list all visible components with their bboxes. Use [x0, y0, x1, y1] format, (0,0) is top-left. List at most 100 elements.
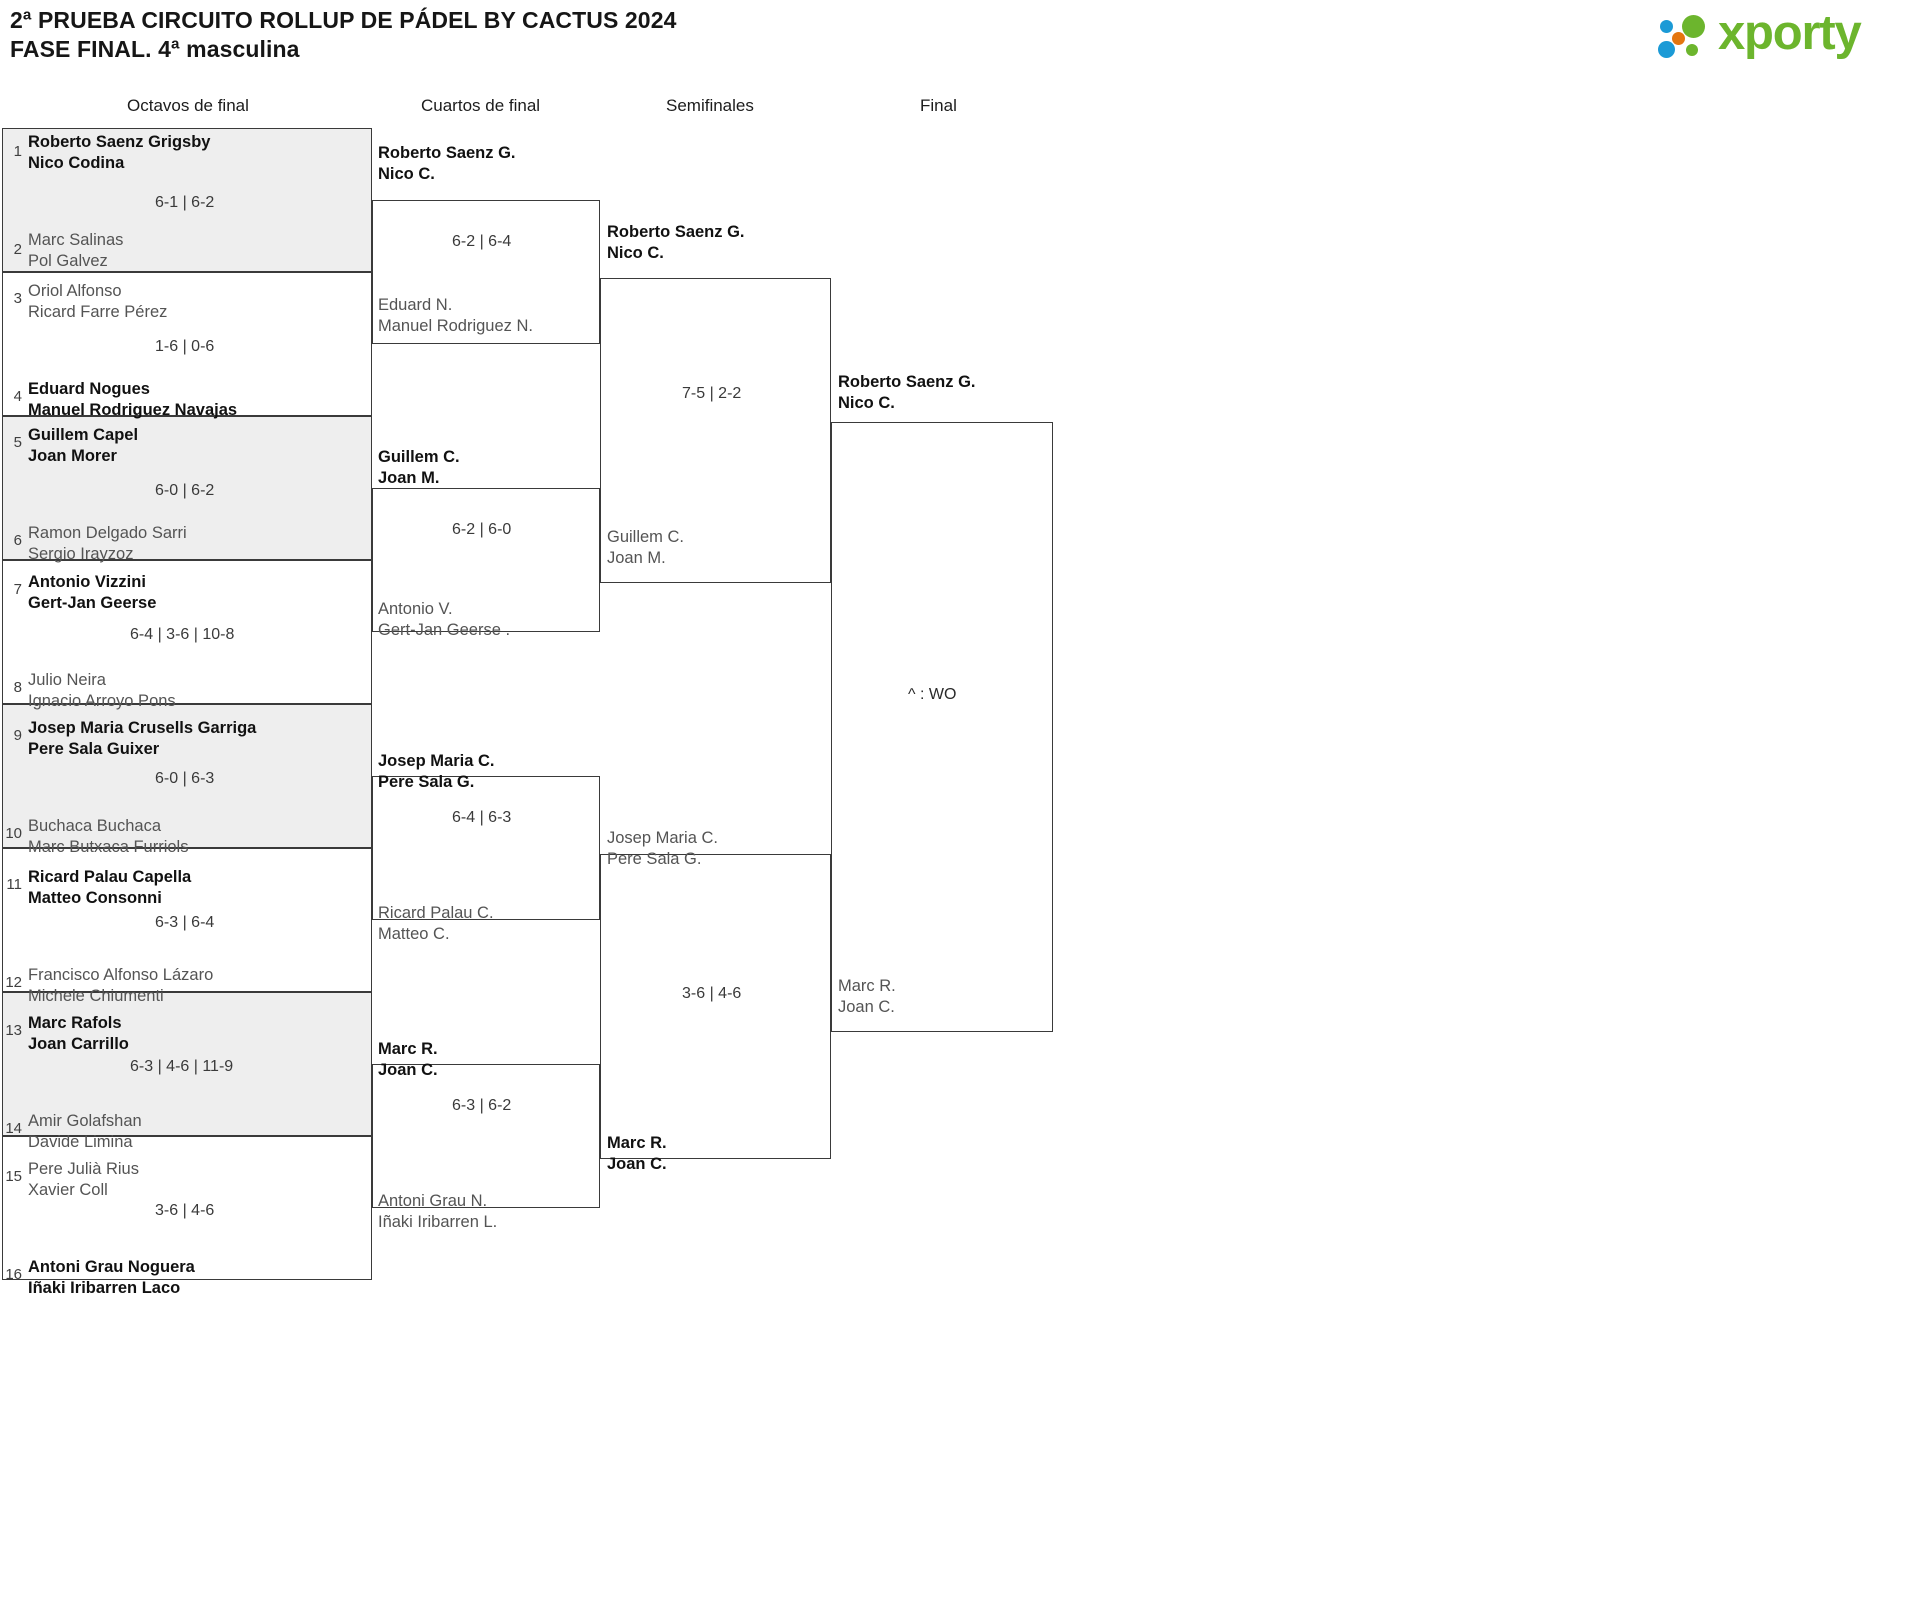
- sf-match-2-box[interactable]: [600, 854, 831, 1159]
- seed-11: 11: [6, 876, 22, 893]
- final-match-box[interactable]: [831, 422, 1053, 1032]
- r16-team-16[interactable]: Antoni Grau Noguera Iñaki Iribarren Laco: [28, 1257, 195, 1299]
- sf-team-1[interactable]: Roberto Saenz G. Nico C.: [607, 222, 745, 264]
- r16-team-10[interactable]: Buchaca Buchaca Marc Butxaca Furriols: [28, 816, 188, 858]
- r16-match-8-box[interactable]: [2, 1136, 372, 1280]
- player-name: Amir Golafshan: [28, 1112, 142, 1130]
- seed-16: 16: [5, 1266, 22, 1283]
- player-name: Davide Limina: [28, 1133, 133, 1152]
- r16-team-6[interactable]: Ramon Delgado Sarri Sergio Irayzoz: [28, 523, 187, 565]
- round-header-semifinales: Semifinales: [666, 96, 754, 115]
- player-name: Pere Sala G.: [607, 850, 702, 869]
- r16-team-14[interactable]: Amir Golafshan Davide Limina: [28, 1111, 142, 1153]
- qf-score-3: 6-4 | 6-3: [452, 809, 512, 826]
- sf-team-2[interactable]: Guillem C. Joan M.: [607, 527, 684, 569]
- round-header-cuartos: Cuartos de final: [421, 96, 541, 115]
- player-name: Guillem C.: [378, 448, 460, 466]
- player-name: Manuel Rodriguez N.: [378, 317, 533, 336]
- logo-dot-orange-icon: [1672, 32, 1685, 45]
- player-name: Nico C.: [607, 244, 664, 263]
- final-team-1[interactable]: Roberto Saenz G. Nico C.: [838, 372, 976, 414]
- r16-match-6-box[interactable]: [2, 848, 372, 992]
- sf-team-4[interactable]: Marc R. Joan C.: [607, 1133, 667, 1175]
- r16-team-4[interactable]: Eduard Nogues Manuel Rodriguez Navajas: [28, 379, 237, 421]
- seed-1: 1: [13, 143, 22, 160]
- qf-match-4-box[interactable]: [372, 1064, 600, 1208]
- player-name: Manuel Rodriguez Navajas: [28, 401, 238, 420]
- player-name: Guillem Capel: [28, 426, 139, 444]
- r16-match-5-box[interactable]: [2, 704, 372, 848]
- qf-team-3[interactable]: Guillem C. Joan M.: [378, 447, 460, 489]
- r16-team-9[interactable]: Josep Maria Crusells Garriga Pere Sala G…: [28, 718, 256, 760]
- qf-team-5[interactable]: Josep Maria C. Pere Sala G.: [378, 751, 494, 793]
- player-name: Marc R.: [607, 1134, 667, 1152]
- r16-score-6: 6-3 | 6-4: [155, 914, 215, 931]
- qf-team-7[interactable]: Marc R. Joan C.: [378, 1039, 438, 1081]
- logo-dot-blue-large-icon: [1658, 41, 1675, 58]
- player-name: Ignacio Arroyo Pons: [28, 692, 176, 711]
- r16-team-1[interactable]: Roberto Saenz Grigsby Nico Codina: [28, 132, 210, 174]
- r16-match-4-box[interactable]: [2, 560, 372, 704]
- player-name: Josep Maria Crusells Garriga: [28, 719, 257, 737]
- seed-5: 5: [13, 434, 22, 451]
- r16-team-3[interactable]: Oriol Alfonso Ricard Farre Pérez: [28, 281, 167, 323]
- sf-team-3[interactable]: Josep Maria C. Pere Sala G.: [607, 828, 718, 870]
- player-name: Pere Sala Guixer: [28, 740, 160, 759]
- player-name: Joan M.: [378, 469, 440, 488]
- r16-match-7-box[interactable]: [2, 992, 372, 1136]
- player-name: Sergio Irayzoz: [28, 545, 134, 564]
- player-name: Iñaki Iribarren L.: [378, 1213, 498, 1232]
- player-name: Eduard N.: [378, 296, 453, 314]
- r16-team-8[interactable]: Julio Neira Ignacio Arroyo Pons: [28, 670, 176, 712]
- sf-score-2: 3-6 | 4-6: [682, 985, 742, 1002]
- player-name: Nico C.: [838, 394, 895, 413]
- qf-team-4[interactable]: Antonio V. Gert-Jan Geerse .: [378, 599, 510, 641]
- player-name: Ricard Palau C.: [378, 904, 494, 922]
- player-name: Antonio Vizzini: [28, 573, 146, 591]
- r16-team-13[interactable]: Marc Rafols Joan Carrillo: [28, 1013, 129, 1055]
- seed-6: 6: [13, 532, 22, 549]
- player-name: Marc Butxaca Furriols: [28, 838, 189, 857]
- r16-team-7[interactable]: Antonio Vizzini Gert-Jan Geerse: [28, 572, 156, 614]
- final-team-2[interactable]: Marc R. Joan C.: [838, 976, 896, 1018]
- player-name: Michele Chiumenti: [28, 987, 164, 1006]
- player-name: Antoni Grau Noguera: [28, 1258, 195, 1276]
- player-name: Roberto Saenz Grigsby: [28, 133, 211, 151]
- r16-team-15[interactable]: Pere Julià Rius Xavier Coll: [28, 1159, 139, 1201]
- player-name: Matteo C.: [378, 925, 450, 944]
- qf-match-3-box[interactable]: [372, 776, 600, 920]
- player-name: Iñaki Iribarren Laco: [28, 1279, 181, 1298]
- r16-match-3-box[interactable]: [2, 416, 372, 560]
- round-header-octavos: Octavos de final: [127, 96, 249, 115]
- player-name: Josep Maria C.: [607, 829, 718, 847]
- qf-team-6[interactable]: Ricard Palau C. Matteo C.: [378, 903, 494, 945]
- qf-match-2-box[interactable]: [372, 488, 600, 632]
- sf-match-1-box[interactable]: [600, 278, 831, 583]
- qf-team-1[interactable]: Roberto Saenz G. Nico C.: [378, 143, 516, 185]
- r16-team-12[interactable]: Francisco Alfonso Lázaro Michele Chiumen…: [28, 965, 213, 1007]
- qf-match-1-box[interactable]: [372, 200, 600, 344]
- r16-team-5[interactable]: Guillem Capel Joan Morer: [28, 425, 138, 467]
- r16-team-2[interactable]: Marc Salinas Pol Galvez: [28, 230, 123, 272]
- player-name: Marc Rafols: [28, 1014, 122, 1032]
- player-name: Nico C.: [378, 165, 435, 184]
- r16-score-7: 6-3 | 4-6 | 11-9: [130, 1058, 234, 1075]
- player-name: Joan C.: [607, 1155, 667, 1174]
- player-name: Joan C.: [378, 1061, 438, 1080]
- r16-match-1-box[interactable]: [2, 128, 372, 272]
- player-name: Roberto Saenz G.: [838, 373, 976, 391]
- qf-team-2[interactable]: Eduard N. Manuel Rodriguez N.: [378, 295, 533, 337]
- qf-score-4: 6-3 | 6-2: [452, 1097, 512, 1114]
- player-name: Eduard Nogues: [28, 380, 150, 398]
- player-name: Pol Galvez: [28, 252, 108, 271]
- player-name: Xavier Coll: [28, 1181, 108, 1200]
- r16-match-2-box[interactable]: [2, 272, 372, 416]
- seed-8: 8: [13, 679, 22, 696]
- seed-14: 14: [5, 1120, 22, 1137]
- logo-wordmark: xporty: [1718, 6, 1862, 60]
- player-name: Buchaca Buchaca: [28, 817, 162, 835]
- xporty-logo: xporty: [1658, 8, 1910, 64]
- r16-team-11[interactable]: Ricard Palau Capella Matteo Consonni: [28, 867, 191, 909]
- qf-team-8[interactable]: Antoni Grau N. Iñaki Iribarren L.: [378, 1191, 497, 1233]
